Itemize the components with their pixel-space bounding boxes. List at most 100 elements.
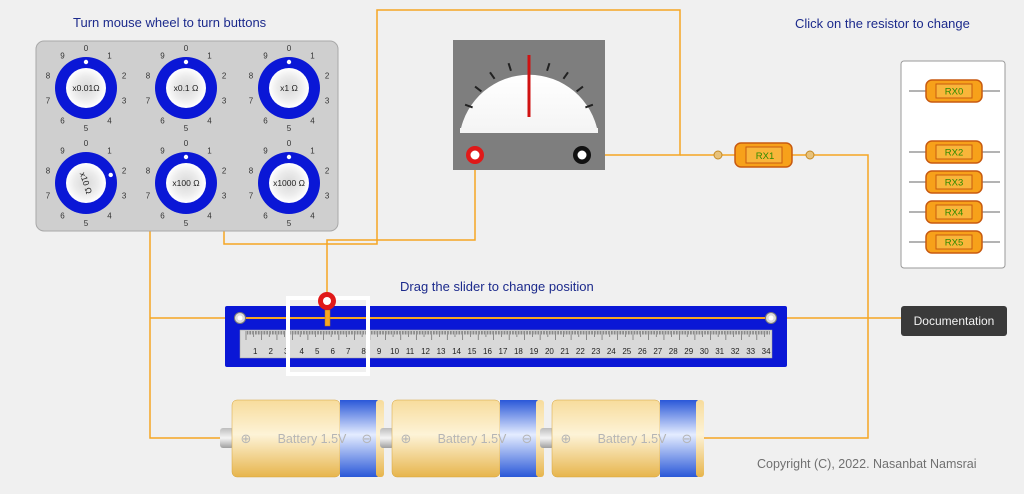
resistor-option-rx2[interactable]: RX2 [909,140,1000,164]
ruler-label: 18 [514,347,523,356]
ruler-label: 9 [377,347,382,356]
dial-number: 4 [310,116,315,125]
dial-number: 4 [310,211,315,220]
ruler-label: 23 [591,347,600,356]
knob-label: x1000 Ω [273,178,305,188]
knob-indicator [83,59,89,65]
battery-label: Battery 1.5V [278,432,347,446]
dial-number: 6 [160,116,165,125]
ruler-label: 4 [300,347,305,356]
dial-number: 0 [184,139,189,148]
resistor-option-rx3[interactable]: RX3 [909,170,1000,194]
dial-number: 1 [207,52,212,61]
knob-label: x0.01Ω [72,83,99,93]
ruler-label: 21 [560,347,569,356]
dial-number: 0 [84,139,89,148]
battery-label: Battery 1.5V [438,432,507,446]
dial-number: 5 [184,124,189,133]
ruler-label: 26 [638,347,647,356]
dial-number: 8 [46,72,51,81]
dial-number: 5 [287,219,292,228]
resistor-option-label: RX3 [945,178,963,189]
resistor-rx1[interactable]: RX1 [713,142,815,168]
resistor-option-label: RX2 [945,148,963,159]
ruler-label: 19 [529,347,538,356]
ruler-label: 28 [669,347,678,356]
ruler-label: 1 [253,347,258,356]
dial-number: 9 [160,147,165,156]
dial-number: 5 [84,219,89,228]
dial-number: 5 [287,124,292,133]
meter-terminal-black[interactable] [573,146,591,164]
ruler-label: 20 [545,347,554,356]
dial-number: 3 [222,96,227,105]
ruler-label: 29 [684,347,693,356]
ruler-label: 6 [330,347,335,356]
dial-number: 0 [287,44,292,53]
dial-number: 7 [46,191,51,200]
copyright-text: Copyright (C), 2022. Nasanbat Namsrai [757,457,977,471]
dial-number: 6 [263,211,268,220]
dial-number: 1 [310,147,315,156]
ruler-label: 30 [700,347,709,356]
wheel-instruction: Turn mouse wheel to turn buttons [73,15,267,30]
dial-number: 4 [107,211,112,220]
dial-number: 2 [122,72,127,81]
battery-label: Battery 1.5V [598,432,667,446]
ruler-label: 25 [622,347,631,356]
ruler-label: 15 [468,347,477,356]
dial-number: 0 [184,44,189,53]
dial-number: 9 [60,147,65,156]
meter-terminal-red[interactable] [466,146,484,164]
dial-number: 6 [60,211,65,220]
resistor-option-label: RX5 [945,238,963,249]
battery-2: ⊕Battery 1.5V⊖ [380,399,544,478]
resistor-instruction: Click on the resistor to change [795,16,970,31]
dial-number: 2 [325,72,330,81]
resistor-option-rx5[interactable]: RX5 [909,230,1000,254]
dial-number: 4 [207,116,212,125]
documentation-button[interactable]: Documentation [901,306,1007,336]
dial-number: 2 [122,167,127,176]
battery-plus-symbol: ⊕ [241,432,252,447]
dial-number: 4 [107,116,112,125]
dial-number: 7 [46,96,51,105]
ruler-label: 27 [653,347,662,356]
ruler-label: 24 [607,347,616,356]
wires [149,9,901,439]
dial-number: 8 [249,72,254,81]
dial-number: 2 [222,167,227,176]
battery-1: ⊕Battery 1.5V⊖ [220,399,384,478]
dial-number: 8 [46,167,51,176]
ruler-label: 11 [406,347,415,356]
wire-rx1-right [704,154,869,439]
dial-number: 3 [122,191,127,200]
wire-board-left [149,230,230,439]
resistor-option-rx4[interactable]: RX4 [909,200,1000,224]
dial-number: 4 [207,211,212,220]
wire-terminal-left [234,312,246,324]
knob-indicator [183,59,189,65]
battery-plus-symbol: ⊕ [401,432,412,447]
knob-indicator [286,154,292,160]
dial-number: 6 [263,116,268,125]
dial-number: 3 [325,96,330,105]
slider-handle[interactable] [286,292,370,376]
dial-number: 3 [222,191,227,200]
dial-number: 5 [84,124,89,133]
dial-number: 6 [160,211,165,220]
ruler-label: 33 [746,347,755,356]
ruler-label: 32 [731,347,740,356]
dial-number: 7 [146,191,151,200]
dial-number: 2 [325,167,330,176]
dial-number: 1 [310,52,315,61]
ruler-label: 10 [390,347,399,356]
resistor-option-rx0[interactable]: RX0 [909,79,1000,103]
